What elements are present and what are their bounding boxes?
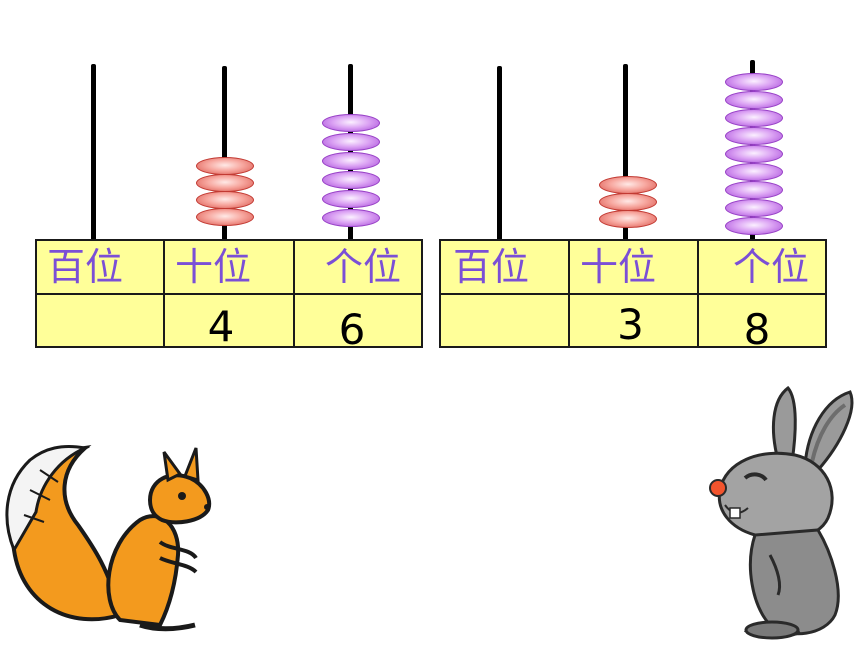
bead — [725, 217, 783, 235]
rod-tens — [222, 66, 227, 242]
bead — [725, 199, 783, 217]
label-hundreds: 百位 — [35, 239, 165, 295]
label-ones: 个位 — [293, 239, 423, 295]
bead — [599, 193, 657, 211]
digit-tens: 3 — [568, 293, 699, 349]
label-tens: 十位 — [568, 239, 699, 295]
bead — [725, 91, 783, 109]
bead — [322, 190, 380, 208]
squirrel-icon — [5, 444, 211, 632]
bead — [322, 209, 380, 227]
bead — [196, 191, 254, 209]
bead — [599, 176, 657, 194]
label-tens: 十位 — [163, 239, 295, 295]
bead — [725, 73, 783, 91]
rod-hundreds — [497, 66, 502, 242]
bead — [322, 152, 380, 170]
bead — [725, 145, 783, 163]
label-ones: 个位 — [697, 239, 827, 295]
bead — [196, 157, 254, 175]
bead — [322, 114, 380, 132]
bead — [725, 127, 783, 145]
digit-ones: 8 — [697, 293, 827, 354]
label-hundreds: 百位 — [439, 239, 570, 295]
digit-hundreds — [35, 293, 165, 348]
rabbit-icon — [709, 385, 854, 640]
digit-tens: 4 — [163, 293, 295, 351]
digit-ones: 6 — [293, 293, 423, 354]
bead — [599, 210, 657, 228]
rod-hundreds — [91, 64, 96, 242]
bead — [725, 163, 783, 181]
bead — [322, 171, 380, 189]
digit-hundreds — [439, 293, 570, 348]
bead — [725, 109, 783, 127]
bead — [322, 133, 380, 151]
bead — [196, 174, 254, 192]
rod-tens — [623, 64, 628, 242]
bead — [196, 208, 254, 226]
bead — [725, 181, 783, 199]
